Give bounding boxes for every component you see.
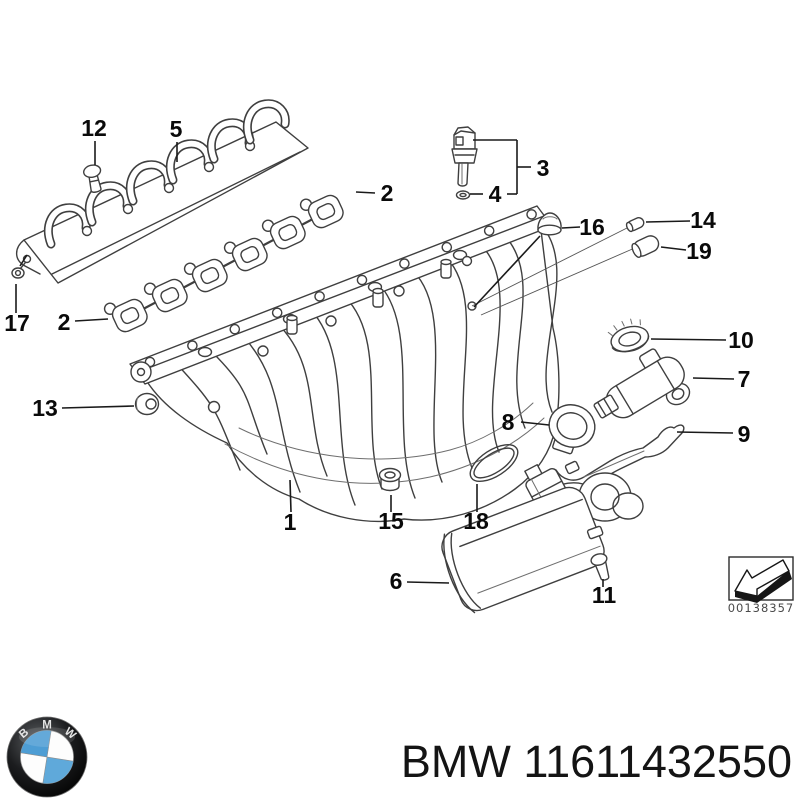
callout-14: 14 [690, 207, 716, 233]
callout-5: 5 [170, 116, 183, 142]
part-profile-gasket-set [103, 194, 344, 333]
callout-17: 17 [4, 310, 30, 336]
callout-2: 2 [381, 180, 394, 206]
part-washer-17 [11, 267, 25, 279]
callout-3: 3 [537, 155, 550, 181]
part-clamp-8 [548, 404, 596, 455]
part-cap-nut-13 [134, 392, 160, 416]
callout-13: 13 [32, 395, 58, 421]
callout-2: 2 [58, 309, 71, 335]
callout-12: 12 [81, 115, 107, 141]
bmw-logo: B M W [6, 716, 88, 798]
stamp-number: 00138357 [728, 601, 795, 615]
callout-19: 19 [686, 238, 712, 264]
part-o-ring-18 [469, 443, 519, 483]
part-idle-control-valve-7 [593, 348, 691, 419]
part-cap-16 [537, 212, 562, 236]
callout-10: 10 [728, 327, 754, 353]
part-throttle-assembly-6 [441, 460, 644, 614]
part-screw-11 [590, 553, 610, 581]
callout-15: 15 [378, 508, 404, 534]
callout-7: 7 [738, 366, 751, 392]
callout-18: 18 [463, 508, 489, 534]
callout-11: 11 [592, 582, 617, 608]
part-knurled-cap-10 [607, 318, 650, 353]
insertion-guide-lines [471, 227, 638, 316]
bmw-logo-letter-m: M [42, 720, 52, 732]
callout-8: 8 [502, 409, 515, 435]
direction-arrow-icon [734, 559, 792, 603]
part-intake-manifold [129, 205, 560, 522]
part-blind-plug-15 [378, 467, 402, 492]
part-dowel-pin-14 [625, 217, 645, 233]
callout-1: 1 [284, 509, 297, 535]
callout-6: 6 [390, 568, 403, 594]
part-cable-rail [15, 99, 309, 284]
part-temperature-sensor-3 [451, 126, 478, 187]
part-o-ring-4 [455, 190, 471, 200]
callout-4: 4 [489, 181, 502, 207]
callout-16: 16 [579, 214, 605, 240]
bmw-logo-quadrants [20, 730, 74, 784]
callout-9: 9 [738, 421, 751, 447]
stamp-box: 00138357 [728, 556, 795, 615]
part-number-text: BMW 11611432550 [401, 736, 792, 787]
callouts: 12 5 2 3 4 16 14 19 10 7 9 8 18 11 6 1 15 13 17 2 [4, 115, 754, 608]
part-screw-12 [83, 164, 102, 193]
part-sleeve-19 [631, 235, 660, 258]
